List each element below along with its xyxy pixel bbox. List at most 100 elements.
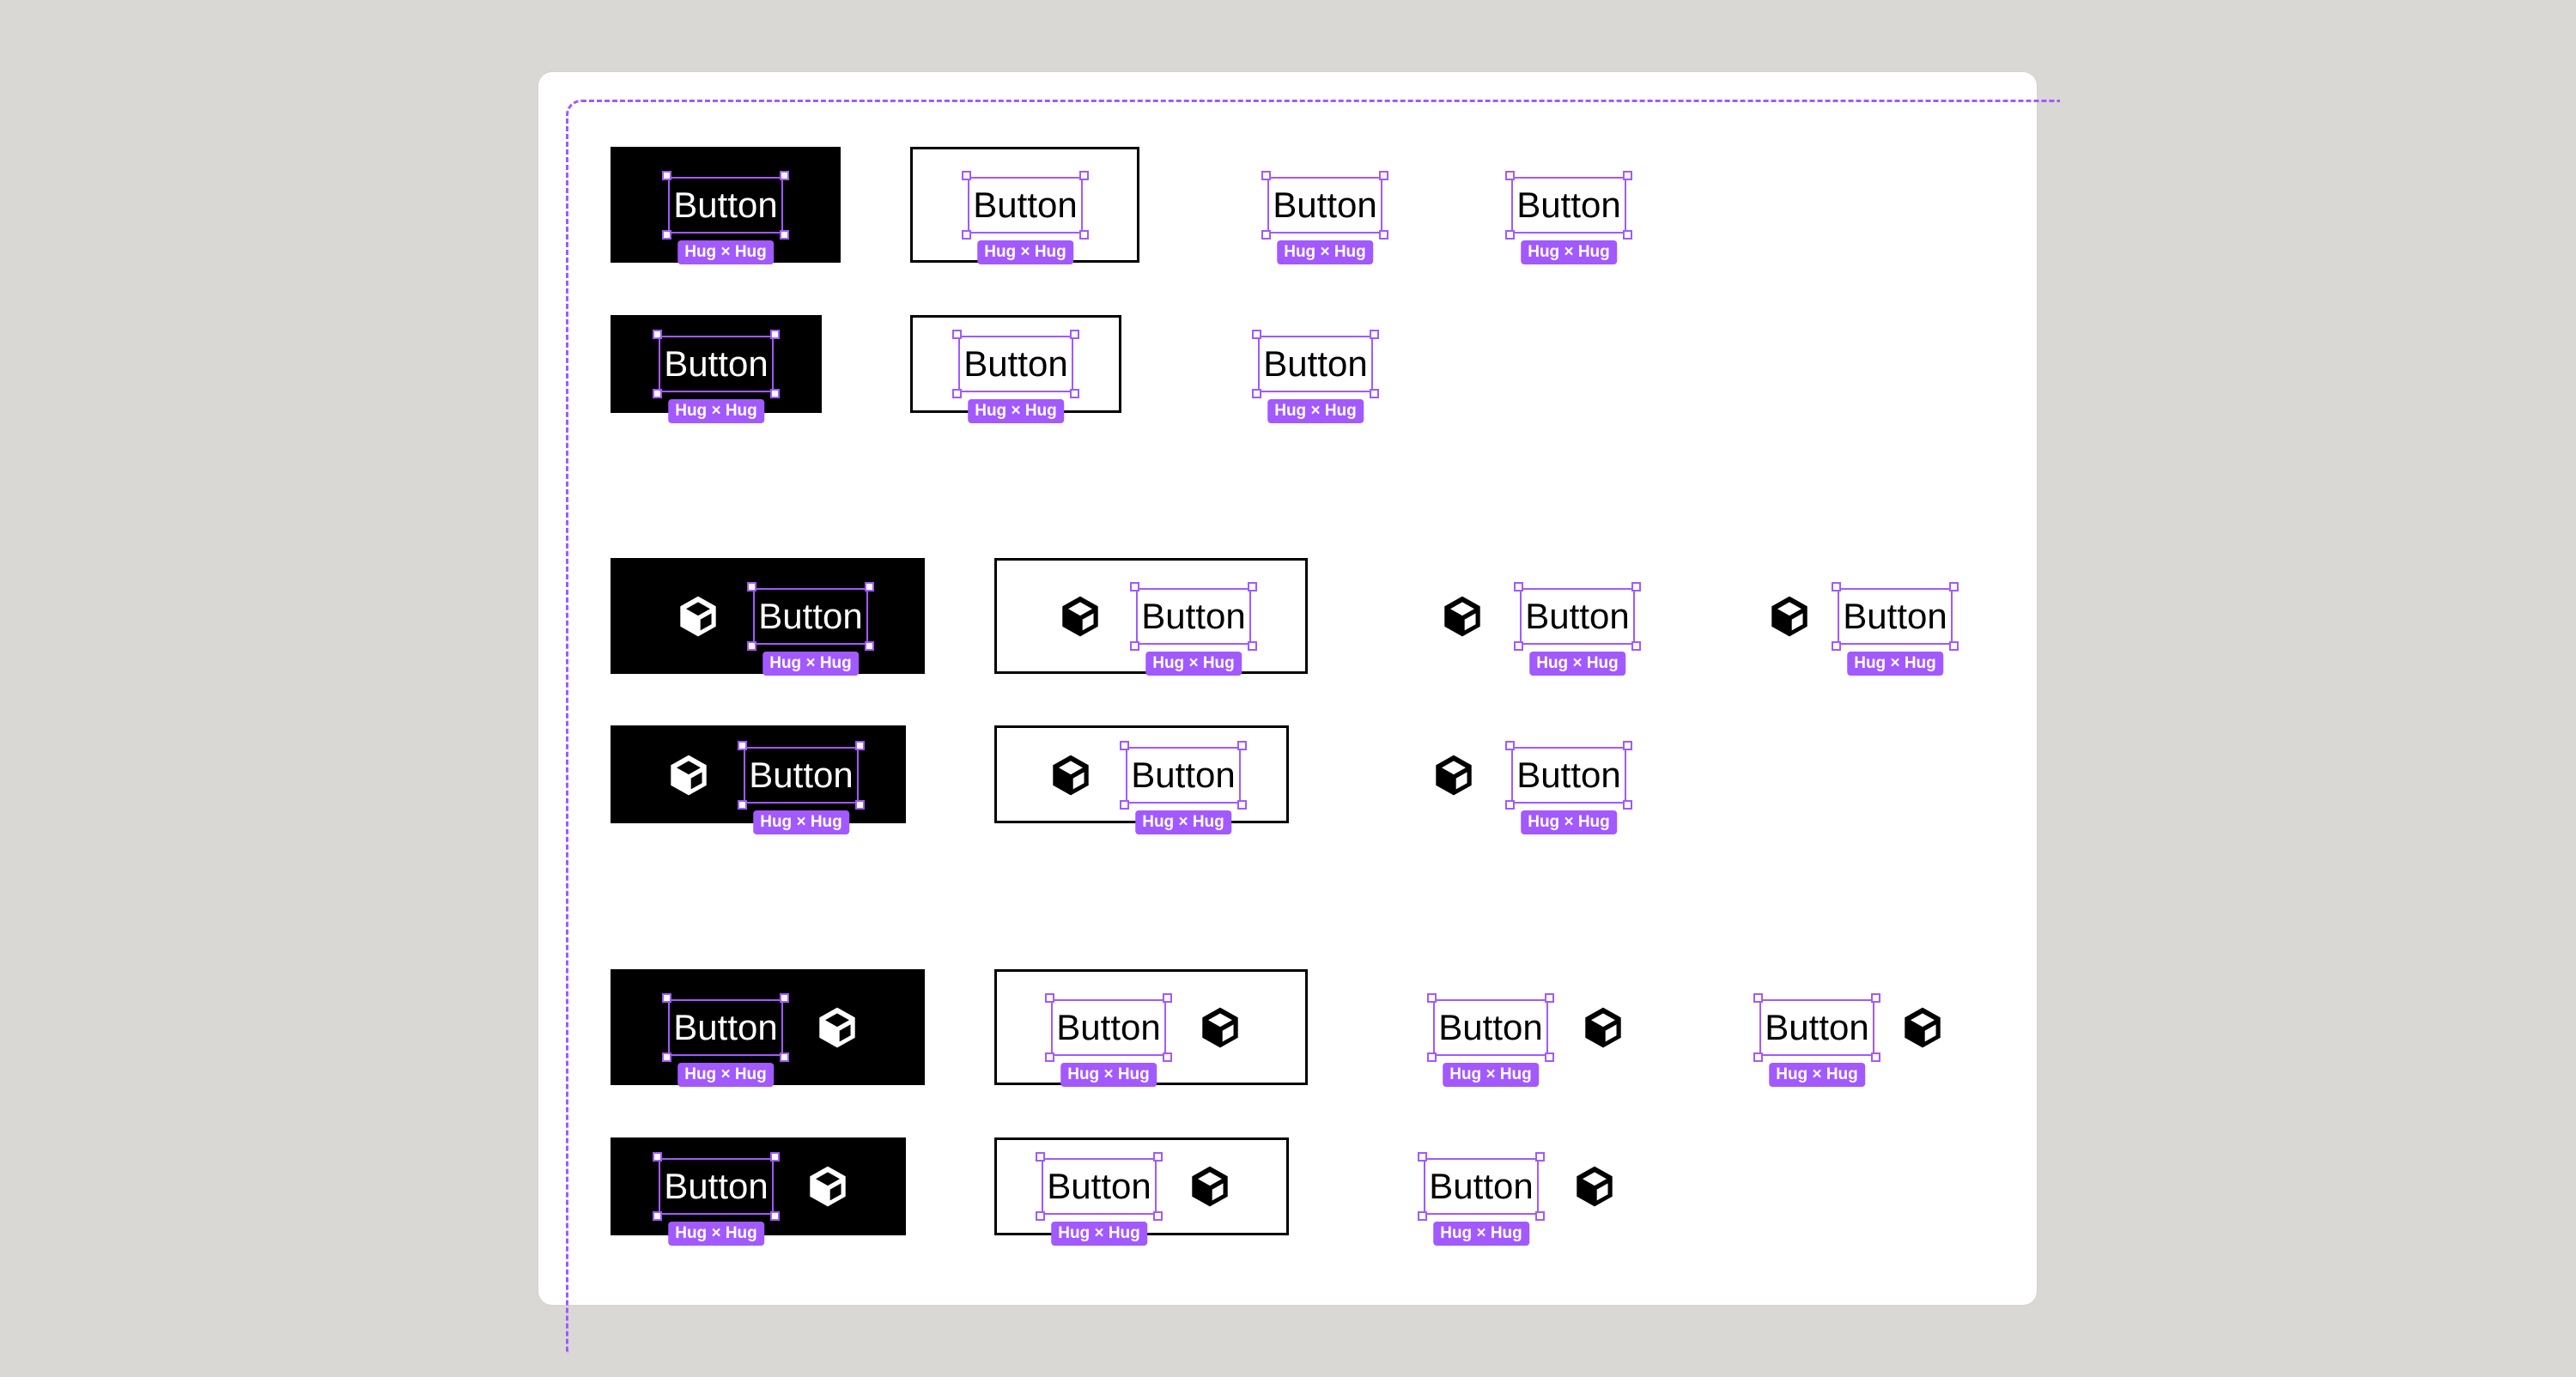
resize-handle[interactable] (865, 641, 874, 651)
resize-handle[interactable] (1427, 1052, 1437, 1062)
hug-size-tag: Hug × Hug (1529, 652, 1625, 676)
resize-handle[interactable] (662, 993, 671, 1003)
resize-handle[interactable] (1832, 582, 1841, 591)
resize-handle[interactable] (952, 389, 962, 398)
hug-size-tag: Hug × Hug (968, 399, 1064, 423)
resize-handle[interactable] (1120, 800, 1129, 810)
resize-handle[interactable] (780, 1052, 789, 1062)
resize-handle[interactable] (1514, 641, 1523, 651)
resize-handle[interactable] (747, 641, 756, 651)
resize-handle[interactable] (1535, 1152, 1545, 1162)
resize-handle[interactable] (1261, 230, 1271, 240)
resize-handle[interactable] (1753, 993, 1763, 1003)
resize-handle[interactable] (770, 1211, 780, 1221)
resize-handle[interactable] (662, 171, 671, 180)
resize-handle[interactable] (1153, 1211, 1163, 1221)
resize-handle[interactable] (1070, 389, 1079, 398)
resize-handle[interactable] (1623, 800, 1632, 810)
cube-icon (805, 1163, 851, 1210)
resize-handle[interactable] (1832, 641, 1841, 651)
resize-handle[interactable] (653, 389, 662, 398)
button-solid-5[interactable] (611, 315, 822, 413)
resize-handle[interactable] (1252, 389, 1261, 398)
resize-handle[interactable] (1045, 993, 1054, 1003)
resize-handle[interactable] (653, 1211, 662, 1221)
resize-handle[interactable] (770, 330, 780, 339)
resize-handle[interactable] (1505, 171, 1515, 180)
resize-handle[interactable] (1505, 230, 1515, 240)
resize-handle[interactable] (1623, 230, 1632, 240)
resize-handle[interactable] (1070, 330, 1079, 339)
resize-handle[interactable] (662, 230, 671, 240)
button-label: Button (1433, 999, 1548, 1056)
resize-handle[interactable] (1379, 230, 1388, 240)
resize-handle[interactable] (780, 993, 789, 1003)
resize-handle[interactable] (1248, 582, 1257, 591)
resize-handle[interactable] (653, 1152, 662, 1162)
resize-handle[interactable] (1379, 171, 1388, 180)
resize-handle[interactable] (1753, 1052, 1763, 1062)
resize-handle[interactable] (1036, 1152, 1045, 1162)
resize-handle[interactable] (1949, 641, 1959, 651)
resize-handle[interactable] (952, 330, 962, 339)
resize-handle[interactable] (962, 230, 971, 240)
resize-handle[interactable] (738, 800, 747, 810)
resize-handle[interactable] (1623, 741, 1632, 750)
resize-handle[interactable] (1370, 330, 1379, 339)
resize-handle[interactable] (770, 389, 780, 398)
hug-size-tag: Hug × Hug (1051, 1222, 1147, 1246)
resize-handle[interactable] (1045, 1052, 1054, 1062)
cube-icon (1048, 752, 1094, 798)
resize-handle[interactable] (1514, 582, 1523, 591)
resize-handle[interactable] (1949, 582, 1959, 591)
resize-handle[interactable] (1505, 800, 1515, 810)
resize-handle[interactable] (865, 582, 874, 591)
button-label: Button (1051, 999, 1166, 1056)
cube-icon (814, 1004, 860, 1051)
resize-handle[interactable] (770, 1152, 780, 1162)
resize-handle[interactable] (1535, 1211, 1545, 1221)
resize-handle[interactable] (1163, 993, 1172, 1003)
resize-handle[interactable] (1252, 330, 1261, 339)
resize-handle[interactable] (1153, 1152, 1163, 1162)
resize-handle[interactable] (1036, 1211, 1045, 1221)
resize-handle[interactable] (738, 741, 747, 750)
resize-handle[interactable] (962, 171, 971, 180)
button-label: Button (744, 747, 859, 804)
resize-handle[interactable] (1248, 641, 1257, 651)
resize-handle[interactable] (1427, 993, 1437, 1003)
resize-handle[interactable] (1370, 389, 1379, 398)
resize-handle[interactable] (1079, 171, 1089, 180)
resize-handle[interactable] (653, 330, 662, 339)
resize-handle[interactable] (1079, 230, 1089, 240)
cube-icon (1580, 1004, 1626, 1051)
button-label: Button (668, 999, 783, 1056)
resize-handle[interactable] (747, 582, 756, 591)
resize-handle[interactable] (1623, 171, 1632, 180)
resize-handle[interactable] (1545, 1052, 1554, 1062)
resize-handle[interactable] (1237, 800, 1247, 810)
resize-handle[interactable] (1120, 741, 1129, 750)
resize-handle[interactable] (1545, 993, 1554, 1003)
resize-handle[interactable] (1418, 1152, 1427, 1162)
resize-handle[interactable] (780, 230, 789, 240)
resize-handle[interactable] (1237, 741, 1247, 750)
resize-handle[interactable] (855, 800, 865, 810)
resize-handle[interactable] (1631, 582, 1641, 591)
resize-handle[interactable] (1130, 641, 1139, 651)
resize-handle[interactable] (1163, 1052, 1172, 1062)
resize-handle[interactable] (1505, 741, 1515, 750)
resize-handle[interactable] (780, 171, 789, 180)
resize-handle[interactable] (1130, 582, 1139, 591)
resize-handle[interactable] (1261, 171, 1271, 180)
resize-handle[interactable] (1871, 1052, 1880, 1062)
resize-handle[interactable] (1631, 641, 1641, 651)
resize-handle[interactable] (1418, 1211, 1427, 1221)
resize-handle[interactable] (662, 1052, 671, 1062)
resize-handle[interactable] (1871, 993, 1880, 1003)
resize-handle[interactable] (855, 741, 865, 750)
